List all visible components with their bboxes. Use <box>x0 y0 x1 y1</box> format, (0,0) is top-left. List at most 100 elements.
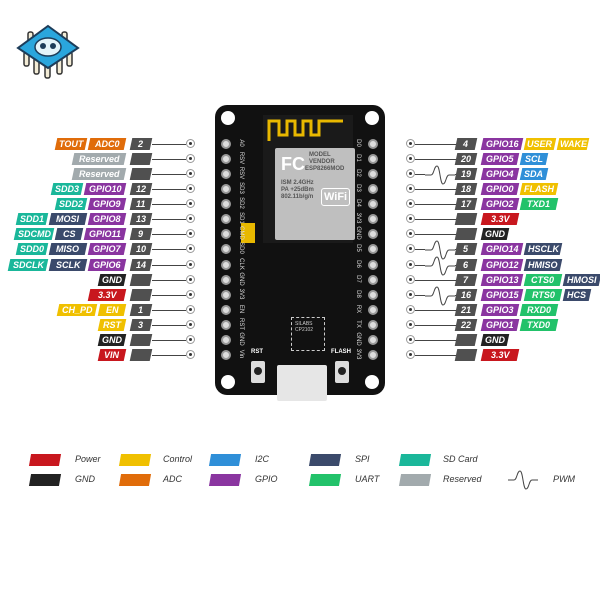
right-pin-row: GND <box>400 228 600 241</box>
pin-tag-control: EN <box>97 303 127 316</box>
pin-number-label: 17 <box>460 199 471 210</box>
pin-tag-gpio: GPIO3 <box>480 303 520 316</box>
pin-tag-label: HSCLK <box>527 244 559 255</box>
pin-leader-line <box>415 144 459 145</box>
pin-tag-spi: CS <box>54 228 84 241</box>
header-pin <box>368 199 378 210</box>
pin-dot[interactable] <box>406 274 415 284</box>
pin-dot[interactable] <box>406 139 415 148</box>
pin-tag-power: VIN <box>97 348 127 361</box>
pin-tag-i2c: SCL <box>519 153 549 166</box>
pin-dot[interactable] <box>186 139 195 148</box>
pin-tag-gnd: GND <box>97 333 127 346</box>
pin-tag-gpio: GPIO2 <box>480 198 520 211</box>
header-pin <box>221 199 231 210</box>
pin-dot[interactable] <box>406 154 415 164</box>
module-text: MODEL <box>309 152 331 158</box>
pin-tag-gpio: GPIO0 <box>480 183 520 196</box>
mount-hole <box>221 111 235 125</box>
pin-dot[interactable] <box>186 214 195 224</box>
pin-dot[interactable] <box>186 229 195 239</box>
pin-number-label: 2 <box>138 139 144 149</box>
pin-dot[interactable] <box>406 229 415 239</box>
pin-tag-gnd: GND <box>480 333 510 346</box>
pin-tag-label: SDD3 <box>54 184 79 195</box>
pin-leader-line <box>415 339 459 341</box>
pin-tag-spi: SCLK <box>48 258 88 271</box>
pin-leader-line <box>415 189 459 191</box>
pin-number: 1 <box>129 303 153 316</box>
pin-tag-control: USER <box>523 138 557 150</box>
pin-tag-label: GPIO7 <box>93 244 121 255</box>
pin-dot[interactable] <box>186 184 195 194</box>
pin-dot[interactable] <box>186 349 195 359</box>
micro-usb-port[interactable] <box>277 365 327 401</box>
pin-dot[interactable] <box>406 199 415 209</box>
legend-label: I2C <box>255 454 270 464</box>
pin-tag-label: GPIO15 <box>485 289 519 300</box>
left-pin-row: VIN <box>0 348 200 362</box>
pin-dot[interactable] <box>186 334 195 344</box>
pin-tag-label: MOSI <box>56 214 80 225</box>
pin-tag-label: EN <box>105 304 119 315</box>
legend-label: Reserved <box>443 474 482 484</box>
pin-dot[interactable] <box>406 214 415 224</box>
pin-dot[interactable] <box>406 169 415 179</box>
pin-tag-label: GPIO6 <box>93 259 121 270</box>
pin-dot[interactable] <box>406 304 415 314</box>
pin-dot[interactable] <box>406 319 415 329</box>
pin-dot[interactable] <box>186 304 195 314</box>
pin-tag-gnd: GND <box>480 228 510 241</box>
pin-dot[interactable] <box>406 244 415 254</box>
pin-dot[interactable] <box>406 184 415 194</box>
pin-dot[interactable] <box>186 259 195 269</box>
pin-dot[interactable] <box>186 169 195 179</box>
pin-dot[interactable] <box>186 244 195 254</box>
mount-hole <box>365 375 379 389</box>
header-pin <box>368 289 378 300</box>
pin-leader-line <box>152 339 186 341</box>
legend-swatch-spi <box>308 454 342 466</box>
legend-label: Power <box>75 454 101 464</box>
pin-number: 11 <box>129 198 153 211</box>
pin-tag-spi: HMOSI <box>562 273 600 286</box>
pin-dot[interactable] <box>406 289 415 299</box>
pin-tag-reserved: Reserved <box>71 168 127 181</box>
pin-dot[interactable] <box>406 334 415 344</box>
flash-button[interactable] <box>335 361 349 383</box>
rst-button[interactable] <box>251 361 265 383</box>
pin-tag-label: MISO <box>56 244 80 255</box>
pin-tag-gnd: GND <box>97 273 127 286</box>
pin-tag-label: 3.3V <box>490 214 510 225</box>
header-pin <box>368 244 378 255</box>
pin-number: 13 <box>129 213 153 226</box>
legend-label: Control <box>163 454 193 464</box>
pin-leader-line <box>152 249 186 251</box>
pin-dot[interactable] <box>186 154 195 164</box>
legend-label: ADC <box>163 474 183 484</box>
wifi-logo: WiFi <box>321 188 351 206</box>
pin-tag-sd: SDD0 <box>15 243 49 256</box>
pin-dot[interactable] <box>186 319 195 329</box>
pin-tag-label: TOUT <box>58 139 84 149</box>
pin-leader-line <box>415 279 459 281</box>
pin-tag-label: GPIO1 <box>486 319 514 330</box>
pin-tag-label: RTS0 <box>531 289 555 300</box>
pin-number: 20 <box>454 153 478 166</box>
pin-dot[interactable] <box>186 199 195 209</box>
pin-dot[interactable] <box>186 274 195 284</box>
legend-label: UART <box>355 474 380 484</box>
pin-number: 5 <box>454 243 478 256</box>
pin-tag-gpio: GPIO14 <box>480 243 524 256</box>
pin-leader-line <box>415 174 425 176</box>
pin-dot[interactable] <box>406 349 415 359</box>
pin-dot[interactable] <box>186 289 195 299</box>
pin-dot[interactable] <box>406 259 415 269</box>
pin-tag-control: RST <box>97 318 127 331</box>
pin-tag-label: HMOSI <box>567 274 597 285</box>
